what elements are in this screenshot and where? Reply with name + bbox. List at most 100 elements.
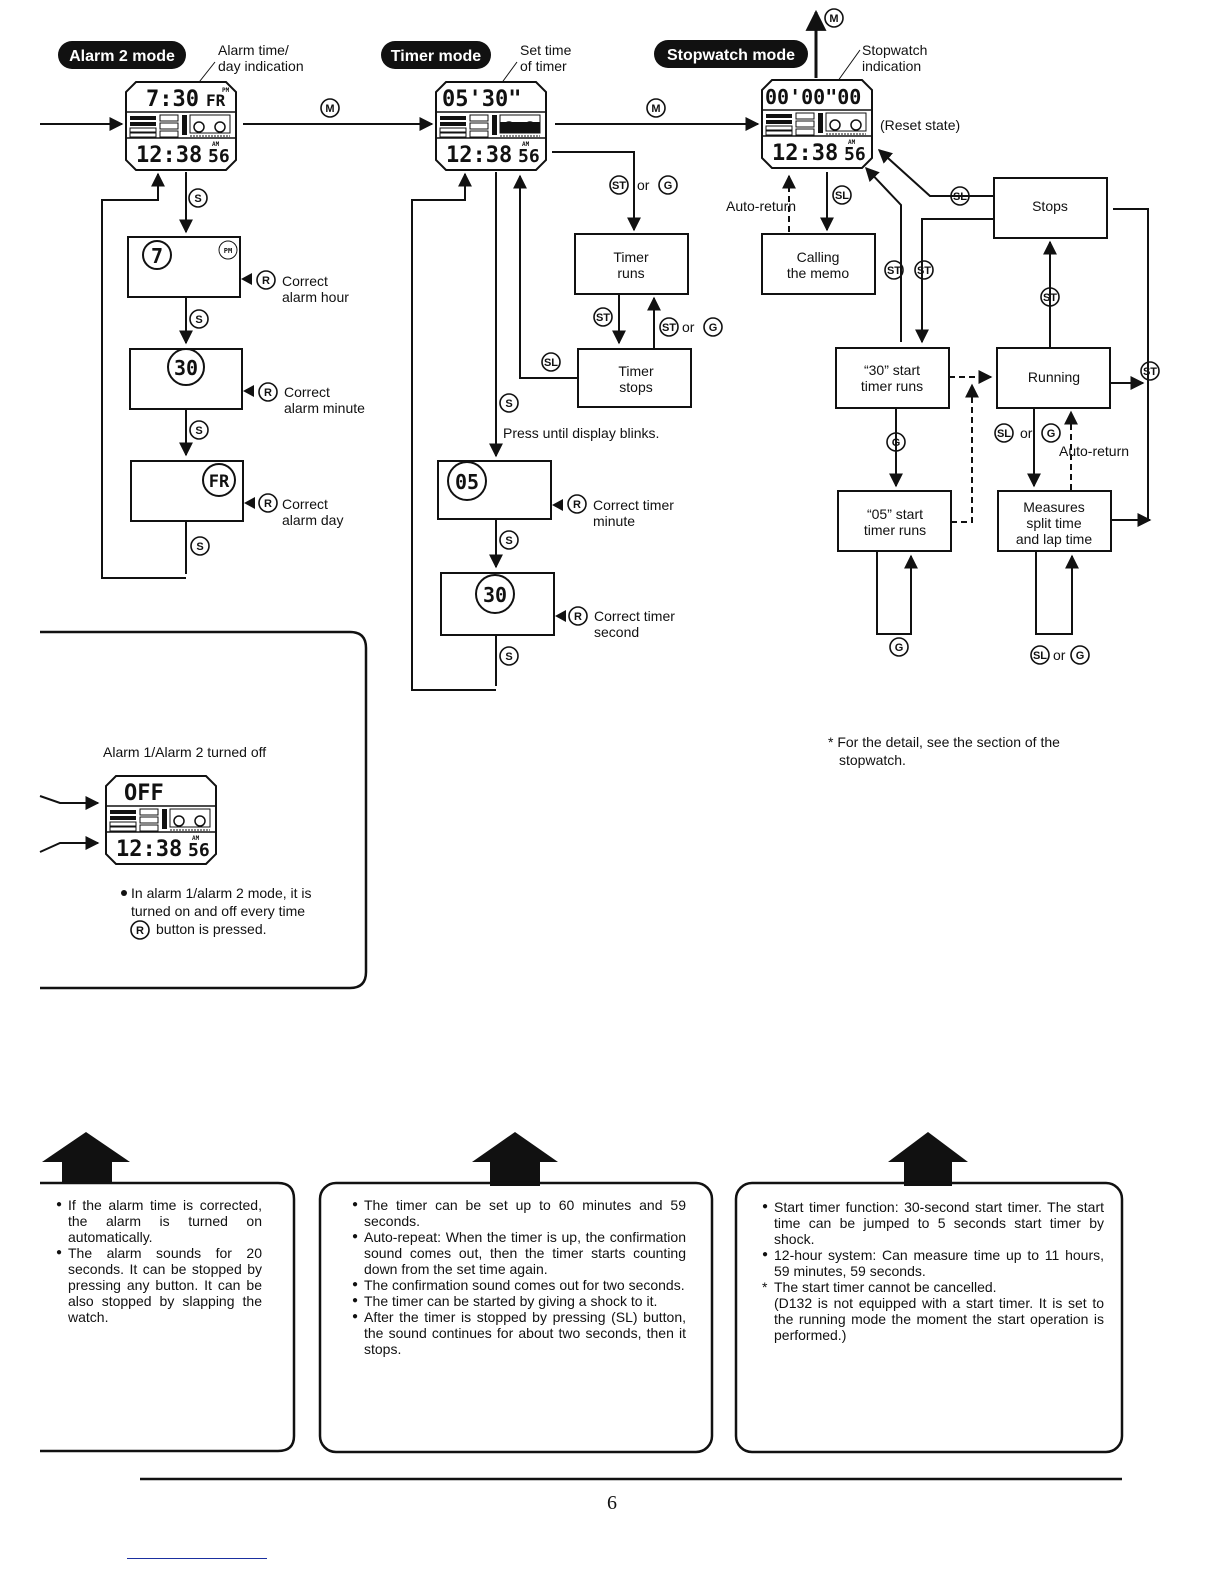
button-st-icon: ST bbox=[914, 260, 934, 280]
svg-text:G: G bbox=[1076, 650, 1085, 662]
alarm-notes: If the alarm time is corrected, the alar… bbox=[56, 1197, 262, 1325]
alarm2-callout-line2: day indication bbox=[218, 58, 304, 74]
mode-button-icon: M bbox=[646, 98, 666, 118]
alarm-day-action-1: Correct bbox=[282, 496, 328, 512]
alarm2-mode-pill: Alarm 2 mode bbox=[58, 41, 186, 69]
button-r-icon: R bbox=[258, 382, 278, 402]
stops-label: Stops bbox=[1032, 198, 1068, 214]
timer-notes: The timer can be set up to 60 minutes an… bbox=[352, 1197, 686, 1357]
svg-text:G: G bbox=[664, 180, 673, 192]
alarm-day-action-2: alarm day bbox=[282, 512, 343, 528]
or-connector: or bbox=[682, 319, 695, 335]
alarm2-mode-label: Alarm 2 mode bbox=[69, 48, 175, 65]
note-item: (D132 is not equipped with a start timer… bbox=[774, 1295, 1104, 1343]
off-display-seconds: 56 bbox=[188, 840, 210, 861]
timer-display-time: 12:38 bbox=[446, 143, 512, 168]
timer-callout-line2: of timer bbox=[520, 58, 567, 74]
page-number: 6 bbox=[607, 1492, 617, 1514]
button-sl-icon: SL bbox=[541, 352, 561, 372]
svg-text:S: S bbox=[195, 314, 202, 326]
timer-runs-box bbox=[574, 233, 689, 295]
alarm2-display-day: FR bbox=[206, 91, 226, 110]
button-st-icon: ST bbox=[659, 317, 679, 337]
button-s-icon: S bbox=[189, 420, 209, 440]
timer-minute-action-1: Correct timer bbox=[593, 497, 674, 513]
mode-button-icon: M bbox=[824, 8, 844, 28]
svg-text:ST: ST bbox=[1143, 366, 1157, 378]
alarm-hour-action-2: alarm hour bbox=[282, 289, 349, 305]
note-item: After the timer is stopped by pressing (… bbox=[352, 1309, 686, 1357]
start05-line2: timer runs bbox=[864, 522, 926, 538]
svg-text:S: S bbox=[505, 535, 512, 547]
calling-memo-box bbox=[761, 233, 876, 295]
svg-text:SL: SL bbox=[544, 357, 558, 369]
svg-text:S: S bbox=[505, 398, 512, 410]
auto-return-label-1: Auto-return bbox=[726, 198, 796, 214]
svg-text:S: S bbox=[194, 193, 201, 205]
svg-text:SL: SL bbox=[1033, 650, 1047, 662]
start05-line1: “05” start bbox=[867, 506, 923, 522]
alarm-minute-screen bbox=[129, 348, 243, 410]
alarm-off-title: Alarm 1/Alarm 2 turned off bbox=[103, 744, 266, 760]
timer-second-screen bbox=[440, 572, 555, 636]
alarm-off-note-1: In alarm 1/alarm 2 mode, it is bbox=[131, 885, 312, 901]
svg-text:R: R bbox=[573, 499, 581, 511]
timer-mode-pill: Timer mode bbox=[381, 41, 491, 69]
button-s-icon: S bbox=[189, 309, 209, 329]
running-box bbox=[996, 347, 1111, 409]
svg-text:R: R bbox=[574, 611, 582, 623]
footer-link-underline[interactable] bbox=[127, 1558, 267, 1559]
or-connector: or bbox=[1020, 425, 1033, 441]
alarm2-display-time: 12:38 bbox=[136, 143, 202, 168]
button-s-icon: S bbox=[499, 646, 519, 666]
svg-text:S: S bbox=[195, 425, 202, 437]
off-display-am: AM bbox=[192, 835, 200, 842]
stops-box bbox=[993, 177, 1108, 239]
timer-display-seconds: 56 bbox=[518, 146, 540, 167]
mode-button-icon: M bbox=[320, 98, 340, 118]
running-label: Running bbox=[1028, 369, 1080, 385]
button-g-icon: G bbox=[1041, 423, 1061, 443]
alarm-hour-screen bbox=[127, 236, 241, 298]
button-st-icon: ST bbox=[609, 175, 629, 195]
button-st-icon: ST bbox=[1140, 361, 1160, 381]
measures-line2: split time bbox=[1026, 515, 1081, 531]
button-s-icon: S bbox=[188, 188, 208, 208]
reset-state-note: (Reset state) bbox=[880, 117, 960, 133]
measures-line3: and lap time bbox=[1016, 531, 1092, 547]
svg-text:ST: ST bbox=[596, 312, 610, 324]
timer-stops-line1: Timer bbox=[618, 363, 654, 379]
stopwatch-footnote-2: stopwatch. bbox=[839, 752, 906, 768]
timer-callout-line1: Set time bbox=[520, 42, 572, 58]
timer-minute-screen bbox=[437, 460, 552, 520]
note-item: The alarm sounds for 20 seconds. It can … bbox=[56, 1245, 262, 1325]
stopwatch-callout-line1: Stopwatch bbox=[862, 42, 927, 58]
timer-minute-value: 05 bbox=[455, 470, 479, 494]
alarm-minute-action-1: Correct bbox=[284, 384, 330, 400]
note-item: Auto-repeat: When the timer is up, the c… bbox=[352, 1229, 686, 1277]
stopwatch-up-arrow-icon bbox=[888, 1132, 968, 1186]
button-st-icon: ST bbox=[884, 260, 904, 280]
alarm-minute-action-2: alarm minute bbox=[284, 400, 365, 416]
note-item: The confirmation sound comes out for two… bbox=[352, 1277, 686, 1293]
stopwatch-display-top: 00'00"00 bbox=[765, 85, 861, 109]
alarm-setting-flow: 7 PM 30 FR Correct alarm hour Correct al… bbox=[101, 172, 365, 579]
alarm2-watch-display: 7:30 FR PM 12:38 56 AM bbox=[125, 81, 237, 171]
note-item: The timer can be started by giving a sho… bbox=[352, 1293, 686, 1309]
alarm-hour-pm: PM bbox=[224, 247, 232, 255]
timer-display-am: AM bbox=[522, 141, 530, 148]
alarm-off-panel: Alarm 1/Alarm 2 turned off OFF 12:38 56 … bbox=[39, 630, 368, 990]
button-st-icon: ST bbox=[593, 307, 613, 327]
stopwatch-callout-line2: indication bbox=[862, 58, 921, 74]
note-item: The start timer cannot be cancelled. bbox=[762, 1279, 1104, 1295]
alarm2-display-am: AM bbox=[212, 141, 220, 148]
note-item: If the alarm time is corrected, the alar… bbox=[56, 1197, 262, 1245]
svg-text:M: M bbox=[829, 13, 838, 25]
svg-text:R: R bbox=[136, 925, 144, 937]
off-display-top: OFF bbox=[124, 781, 164, 806]
stopwatch-mode-label: Stopwatch mode bbox=[667, 47, 795, 64]
svg-text:S: S bbox=[196, 541, 203, 553]
timer-second-action-2: second bbox=[594, 624, 639, 640]
